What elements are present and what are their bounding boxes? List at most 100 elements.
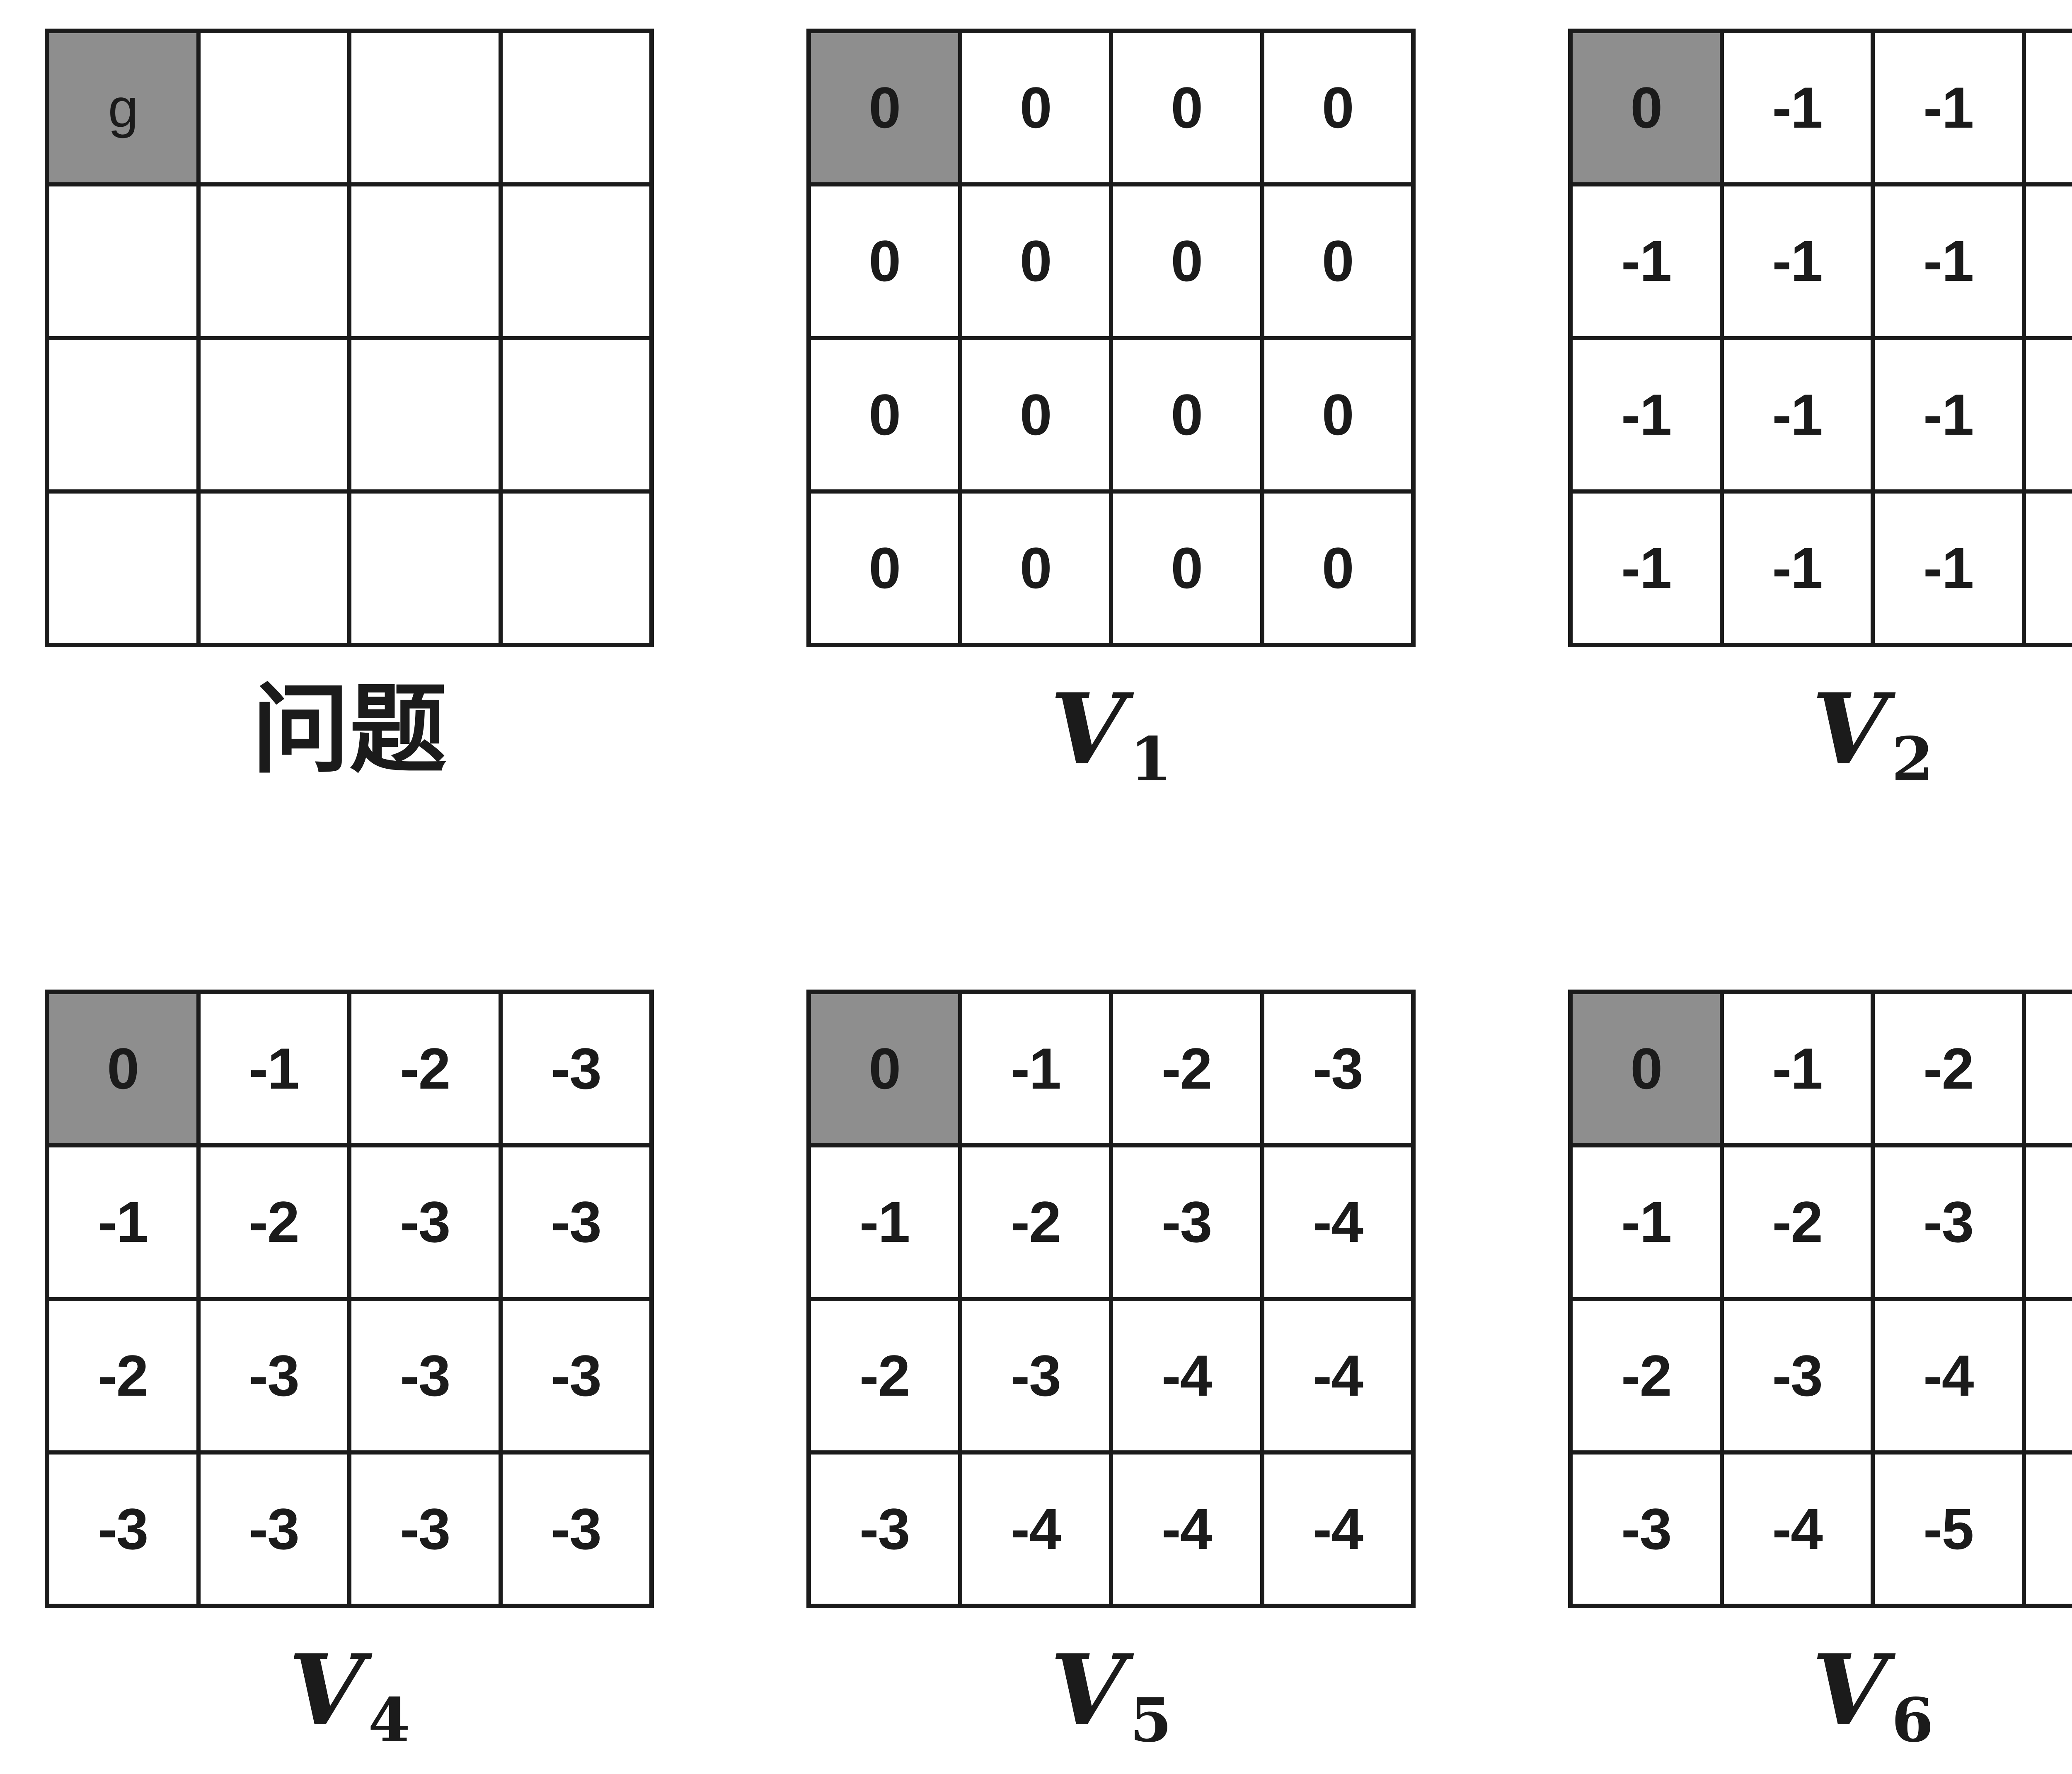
grid-cell-v1-r3c0: 0	[811, 493, 958, 643]
goal-cell-v5-r0c0: 0	[811, 994, 958, 1144]
grid-cell-v2-r1c2: -1	[1875, 186, 2022, 336]
grid-cell-v5-r2c3: -4	[1264, 1301, 1411, 1450]
gridworld-v2: 0-1-1-1-1-1-1-1-1-1-1-1-1-1-1-1	[1568, 29, 2072, 647]
grid-cell-problem-r0c3	[502, 33, 649, 183]
grid-block-v2: 0-1-1-1-1-1-1-1-1-1-1-1-1-1-1-1V2	[1568, 29, 2072, 795]
grid-cell-v6-r1c2: -3	[1875, 1147, 2022, 1297]
grid-cell-v1-r1c1: 0	[962, 186, 1109, 336]
grid-cell-problem-r3c1	[200, 493, 347, 643]
grid-cell-v4-r1c1: -2	[200, 1147, 347, 1297]
grid-cell-problem-r2c0	[49, 340, 196, 489]
grid-label-base: V	[1050, 1633, 1126, 1747]
grid-cell-v2-r1c3: -1	[2026, 186, 2072, 336]
grid-cell-v5-r3c3: -4	[1264, 1454, 1411, 1604]
grid-cell-v5-r0c3: -3	[1264, 994, 1411, 1144]
grid-label-subscript: 4	[368, 1684, 410, 1756]
grid-cell-v1-r3c1: 0	[962, 493, 1109, 643]
grid-cell-v6-r0c1: -1	[1723, 994, 1871, 1144]
goal-cell-v6-r0c0: 0	[1573, 994, 1720, 1144]
grid-label-base: V	[1050, 672, 1126, 787]
grid-cell-v1-r1c3: 0	[1264, 186, 1411, 336]
grid-cell-v1-r1c2: 0	[1113, 186, 1260, 336]
grid-label-subscript: 6	[1891, 1684, 1934, 1756]
grid-cell-v6-r3c0: -3	[1573, 1454, 1720, 1604]
grid-cell-v2-r1c0: -1	[1573, 186, 1720, 336]
grid-label-v6: V6	[1812, 1633, 1934, 1756]
grid-cell-v6-r1c3: -4	[2026, 1147, 2072, 1297]
grid-cell-v4-r0c1: -1	[200, 994, 347, 1144]
grid-cell-v1-r1c0: 0	[811, 186, 958, 336]
grid-cell-problem-r3c3	[502, 493, 649, 643]
grid-label-v5: V5	[1050, 1633, 1172, 1756]
grid-cell-v5-r2c0: -2	[811, 1301, 958, 1450]
grid-cell-v6-r1c0: -1	[1573, 1147, 1720, 1297]
grid-cell-v2-r2c1: -1	[1723, 340, 1871, 489]
grid-cell-v1-r3c3: 0	[1264, 493, 1411, 643]
grid-cell-v2-r3c2: -1	[1875, 493, 2022, 643]
grid-cell-v6-r2c0: -2	[1573, 1301, 1720, 1450]
grid-label-v2: V2	[1812, 672, 1934, 795]
grid-cell-v4-r2c1: -3	[200, 1301, 347, 1450]
grid-cell-problem-r1c3	[502, 186, 649, 336]
grid-cell-v5-r3c2: -4	[1113, 1454, 1260, 1604]
grid-cell-v2-r2c0: -1	[1573, 340, 1720, 489]
grid-cell-v4-r1c2: -3	[351, 1147, 499, 1297]
grid-cell-v2-r0c2: -1	[1875, 33, 2022, 183]
grid-block-v6: 0-1-2-3-1-2-3-4-2-3-4-5-3-4-5-5V6	[1568, 990, 2072, 1756]
goal-cell-v4-r0c0: 0	[49, 994, 196, 1144]
gridworld-problem: g	[45, 29, 654, 647]
grid-cell-v5-r3c1: -4	[962, 1454, 1109, 1604]
goal-cell-problem-r0c0: g	[49, 33, 196, 183]
grid-cell-problem-r3c2	[351, 493, 499, 643]
grid-cell-v2-r3c0: -1	[1573, 493, 1720, 643]
grid-cell-problem-r1c2	[351, 186, 499, 336]
grid-cell-v4-r3c0: -3	[49, 1454, 196, 1604]
grid-cell-v4-r2c0: -2	[49, 1301, 196, 1450]
grid-cell-v4-r2c2: -3	[351, 1301, 499, 1450]
grid-cell-v2-r1c1: -1	[1723, 186, 1871, 336]
gridworld-v4: 0-1-2-3-1-2-3-3-2-3-3-3-3-3-3-3	[45, 990, 654, 1608]
grid-cell-v2-r2c3: -1	[2026, 340, 2072, 489]
grid-cell-v2-r0c3: -1	[2026, 33, 2072, 183]
grid-cell-problem-r0c1	[200, 33, 347, 183]
gridworld-v6: 0-1-2-3-1-2-3-4-2-3-4-5-3-4-5-5	[1568, 990, 2072, 1608]
grid-cell-problem-r2c2	[351, 340, 499, 489]
grid-cell-v5-r1c0: -1	[811, 1147, 958, 1297]
grid-cell-v5-r1c2: -3	[1113, 1147, 1260, 1297]
grid-cell-v4-r2c3: -3	[502, 1301, 649, 1450]
grid-cell-v4-r0c2: -2	[351, 994, 499, 1144]
grid-cell-v2-r3c1: -1	[1723, 493, 1871, 643]
grid-cell-v6-r0c3: -3	[2026, 994, 2072, 1144]
grid-cell-v6-r2c2: -4	[1875, 1301, 2022, 1450]
grid-label-subscript: 1	[1130, 724, 1172, 795]
grid-cell-v1-r3c2: 0	[1113, 493, 1260, 643]
goal-cell-v2-r0c0: 0	[1573, 33, 1720, 183]
goal-cell-v1-r0c0: 0	[811, 33, 958, 183]
grid-cell-v5-r3c0: -3	[811, 1454, 958, 1604]
grid-cell-v2-r0c1: -1	[1723, 33, 1871, 183]
grid-cell-v6-r2c3: -5	[2026, 1301, 2072, 1450]
grid-cell-v4-r3c1: -3	[200, 1454, 347, 1604]
grid-cell-v4-r1c3: -3	[502, 1147, 649, 1297]
grid-label-base: 问题	[252, 672, 447, 787]
grid-cell-v5-r0c2: -2	[1113, 994, 1260, 1144]
grid-cell-v4-r0c3: -3	[502, 994, 649, 1144]
grid-cell-v2-r3c3: -1	[2026, 493, 2072, 643]
grid-cell-problem-r1c0	[49, 186, 196, 336]
grid-cell-v1-r0c2: 0	[1113, 33, 1260, 183]
grid-label-subscript: 2	[1891, 724, 1934, 795]
grid-cell-v4-r1c0: -1	[49, 1147, 196, 1297]
grid-cell-v5-r0c1: -1	[962, 994, 1109, 1144]
grid-cell-v6-r0c2: -2	[1875, 994, 2022, 1144]
grid-cell-v4-r3c2: -3	[351, 1454, 499, 1604]
grid-label-base: V	[288, 1633, 364, 1747]
grid-cell-problem-r2c3	[502, 340, 649, 489]
grid-cell-v1-r2c0: 0	[811, 340, 958, 489]
grid-cell-problem-r0c2	[351, 33, 499, 183]
grid-cell-v5-r2c1: -3	[962, 1301, 1109, 1450]
